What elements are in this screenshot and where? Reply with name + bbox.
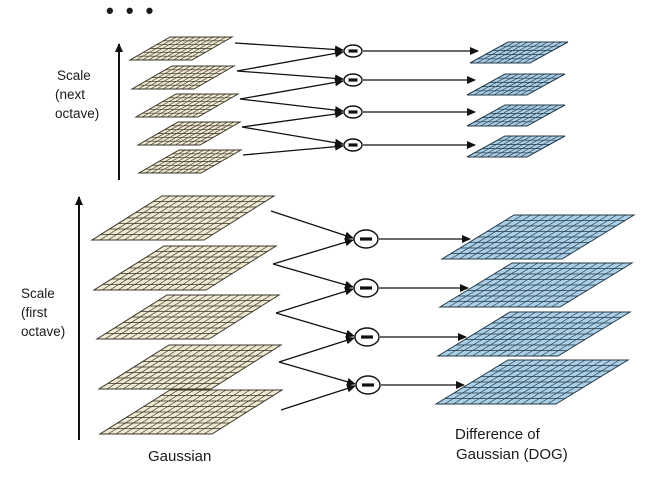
arrow-gaussian-to-minus (272, 238, 354, 265)
arrow-gaussian-to-minus (241, 110, 344, 128)
gaussian-layer-next-octave (128, 36, 234, 61)
layer-grid (99, 195, 267, 241)
layer-grid (107, 389, 275, 435)
layer-grid (101, 245, 269, 291)
dog-layer-first-octave (438, 262, 634, 308)
gaussian-label: Gaussian (148, 448, 211, 465)
arrow-gaussian-to-minus (236, 49, 344, 72)
minus-icon (348, 110, 358, 114)
layer-grid (473, 73, 559, 96)
layer-grid (144, 121, 234, 146)
gaussian-layer-first-octave (98, 389, 284, 435)
minus-icon (360, 286, 372, 290)
arrow-gaussian-to-minus (241, 126, 344, 147)
dog-layer-next-octave (469, 41, 569, 64)
layer-grid (473, 104, 559, 127)
layer-grid (476, 41, 562, 64)
gaussian-layer-first-octave (90, 195, 276, 241)
arrow-gaussian-to-minus (236, 70, 344, 83)
gaussian-layer-first-octave (95, 294, 281, 340)
dog-layer-next-octave (466, 135, 566, 158)
dog-layer-next-octave (466, 104, 566, 127)
continuation-ellipsis: • • • (106, 0, 156, 23)
dog-layer-next-octave (466, 73, 566, 96)
minus-node-first-octave (354, 327, 380, 347)
layer-grid (450, 214, 626, 260)
dog-label-line: Gaussian (DOG) (456, 446, 568, 463)
layer-grid (104, 294, 272, 340)
arrow-gaussian-to-minus (239, 78, 344, 100)
minus-icon (361, 335, 373, 339)
minus-node-next-octave (343, 44, 363, 58)
dog-label-line: Difference of (455, 426, 541, 443)
dog-layer-first-octave (440, 214, 636, 260)
arrow-gaussian-to-minus (272, 263, 354, 289)
minus-icon (348, 78, 358, 82)
layer-grid (142, 93, 232, 118)
minus-icon (348, 143, 358, 147)
layer-surface (466, 73, 566, 96)
minus-node-next-octave (343, 138, 363, 152)
minus-node-next-octave (343, 105, 363, 119)
layer-surface (466, 104, 566, 127)
layer-grid (145, 149, 235, 174)
layer-grid (448, 262, 624, 308)
gaussian-layer-next-octave (137, 149, 243, 174)
scale-label-line: Scale (21, 286, 55, 301)
layer-grid (106, 344, 274, 390)
gaussian-layer-next-octave (130, 65, 236, 90)
arrow-gaussian-to-minus (275, 287, 354, 314)
arrow-gaussian-to-minus (234, 42, 344, 54)
minus-node-first-octave (353, 229, 379, 249)
scale-label-line: Scale (57, 68, 91, 83)
layer-grid (473, 135, 559, 158)
layer-grid (136, 36, 226, 61)
dog-label: Difference of Gaussian (DOG) (455, 426, 568, 463)
arrow-gaussian-to-minus (270, 210, 354, 240)
layer-surface (466, 135, 566, 158)
dog-layer-first-octave (436, 311, 632, 357)
layer-grid (138, 65, 228, 90)
scale-label-first-octave: Scale (first octave) (21, 286, 65, 339)
scale-label-line: (next (55, 87, 85, 102)
gaussian-layer-next-octave (134, 93, 240, 118)
scale-label-line: (first (21, 305, 47, 320)
gaussian-layer-first-octave (97, 344, 283, 390)
arrow-gaussian-to-minus (278, 361, 356, 386)
layer-grid (444, 359, 620, 405)
layer-surface (469, 41, 569, 64)
arrow-gaussian-to-minus (280, 384, 356, 411)
arrow-gaussian-to-minus (239, 98, 344, 115)
layers-group (90, 36, 636, 435)
gaussian-layer-first-octave (92, 245, 278, 291)
scale-label-line: octave) (21, 324, 65, 339)
arrow-gaussian-to-minus (275, 312, 355, 338)
arrow-gaussian-to-minus (242, 142, 344, 156)
minus-icon (348, 49, 358, 53)
minus-node-first-octave (355, 375, 381, 395)
minus-node-first-octave (353, 278, 379, 298)
scale-label-line: octave) (55, 106, 99, 121)
minus-icon (360, 237, 372, 241)
minus-icon (362, 383, 374, 387)
gaussian-layer-next-octave (136, 121, 242, 146)
dog-layer-first-octave (434, 359, 630, 405)
layer-grid (446, 311, 622, 357)
arrow-gaussian-to-minus (278, 336, 355, 363)
minus-node-next-octave (343, 73, 363, 87)
scale-label-next-octave: Scale (next octave) (55, 68, 99, 121)
